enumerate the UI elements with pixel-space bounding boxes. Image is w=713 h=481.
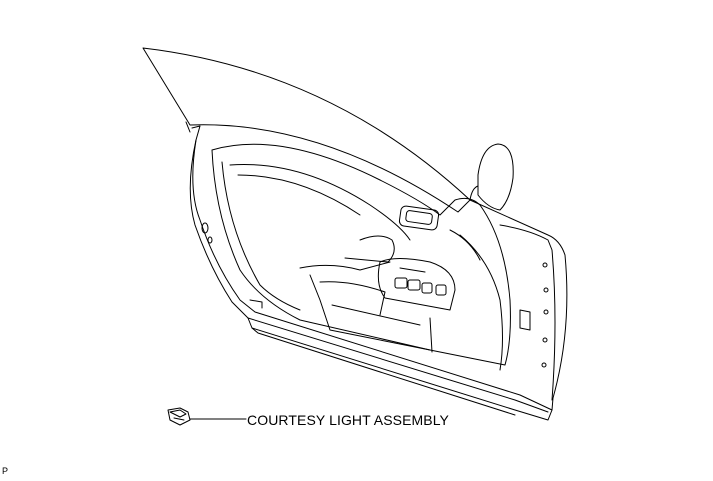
part-label: COURTESY LIGHT ASSEMBLY xyxy=(247,412,449,428)
inside-door-handle xyxy=(398,205,440,231)
door-outer-panel xyxy=(189,125,568,421)
door-trim-panel xyxy=(211,143,511,366)
corner-code: P xyxy=(2,466,9,476)
door-edge xyxy=(449,224,556,401)
side-mirror xyxy=(469,143,514,211)
door-panel-clips xyxy=(201,222,263,309)
power-window-switch-panel xyxy=(377,258,456,311)
courtesy-light-icon xyxy=(167,407,191,426)
